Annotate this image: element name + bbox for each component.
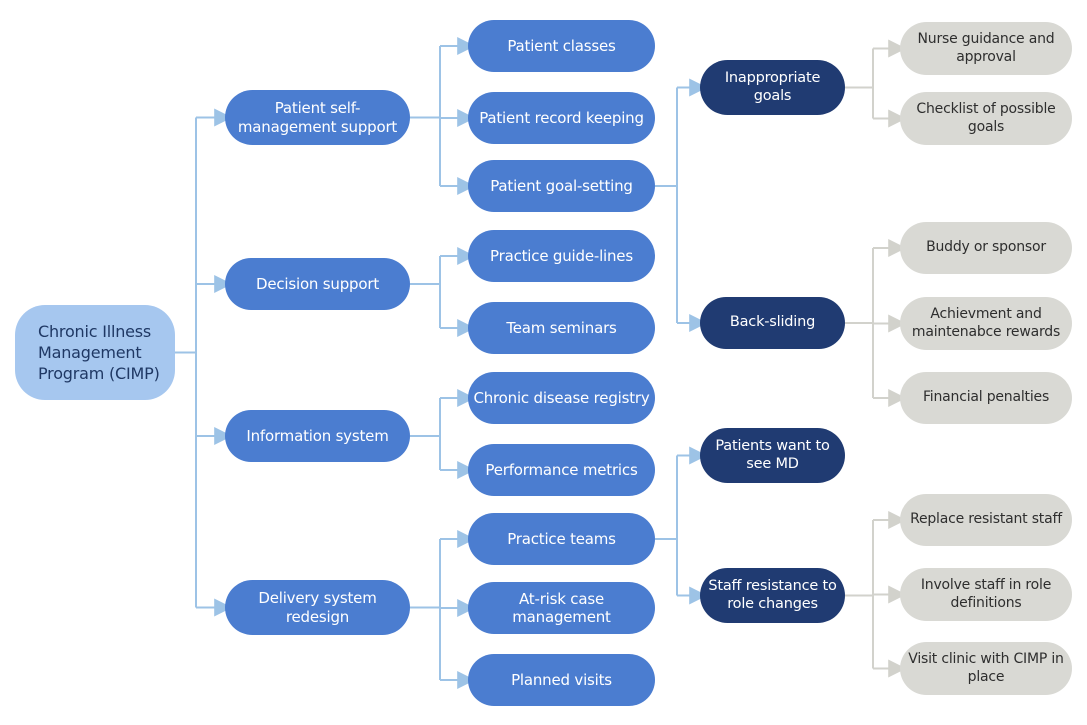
node-involve-staff-in-role-definitions: Involve staff in role definitions — [900, 568, 1072, 621]
node-practice-teams: Practice teams — [468, 513, 655, 565]
node-patient-record-keeping: Patient record keeping — [468, 92, 655, 144]
node-patient-self-management-support: Patient self-management support — [225, 90, 410, 145]
node-team-seminars: Team seminars — [468, 302, 655, 354]
node-inappropriate-goals: Inappropriate goals — [700, 60, 845, 115]
connector-staff-resistance-solutions — [845, 511, 907, 678]
node-at-risk-case-management: At-risk case management — [468, 582, 655, 634]
connector-delivery-redesign-children — [410, 530, 476, 689]
connector-back-sliding-solutions — [845, 239, 907, 407]
node-delivery-system-redesign: Delivery system redesign — [225, 580, 410, 635]
node-achievment-and-maintenabce-rewards: Achievment and maintenabce rewards — [900, 297, 1072, 350]
node-information-system: Information system — [225, 410, 410, 462]
node-staff-resistance-to-role-changes: Staff resistance to role changes — [700, 568, 845, 623]
node-patient-classes: Patient classes — [468, 20, 655, 72]
connector-goal-setting-issues — [655, 78, 708, 332]
connector-practice-teams-issues — [655, 446, 708, 605]
node-performance-metrics: Performance metrics — [468, 444, 655, 496]
connector-root-to-branches — [175, 108, 233, 617]
node-buddy-or-sponsor: Buddy or sponsor — [900, 222, 1072, 274]
node-patients-want-to-see-md: Patients want to see MD — [700, 428, 845, 483]
node-replace-resistant-staff: Replace resistant staff — [900, 494, 1072, 546]
node-chronic-disease-registry: Chronic disease registry — [468, 372, 655, 424]
node-practice-guide-lines: Practice guide-lines — [468, 230, 655, 282]
node-nurse-guidance-and-approval: Nurse guidance and approval — [900, 22, 1072, 75]
connector-self-management-children — [410, 37, 476, 195]
node-back-sliding: Back-sliding — [700, 297, 845, 349]
connector-information-system-children — [410, 389, 476, 479]
connector-decision-support-children — [410, 247, 476, 337]
node-planned-visits: Planned visits — [468, 654, 655, 706]
node-decision-support: Decision support — [225, 258, 410, 310]
connector-inappropriate-goals-solutions — [845, 39, 907, 128]
node-financial-penalties: Financial penalties — [900, 372, 1072, 424]
node-patient-goal-setting: Patient goal-setting — [468, 160, 655, 212]
node-cimp-root: Chronic Illness Management Program (CIMP… — [15, 305, 175, 400]
node-checklist-of-possible-goals: Checklist of possible goals — [900, 92, 1072, 145]
node-visit-clinic-with-cimp-in-place: Visit clinic with CIMP in place — [900, 642, 1072, 695]
